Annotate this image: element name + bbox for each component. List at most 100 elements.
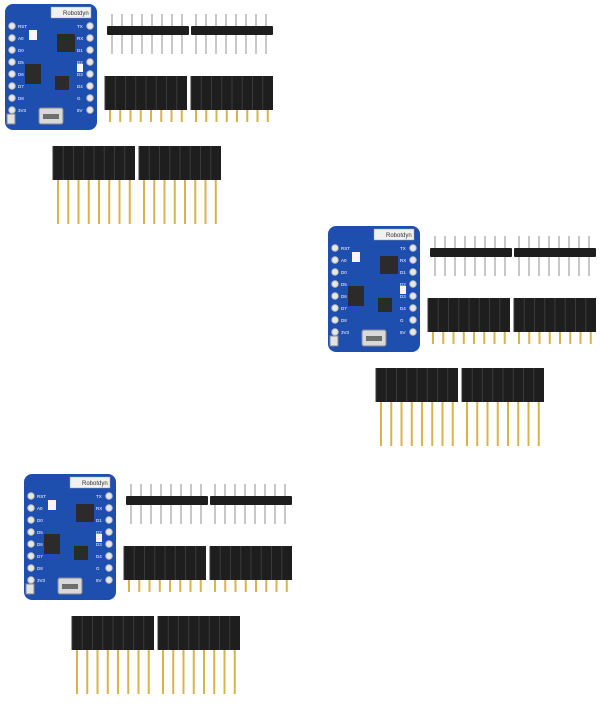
pin-label-left: D0 — [37, 518, 43, 523]
pin-label-left: D7 — [341, 306, 347, 311]
pin-hole — [105, 576, 113, 584]
pin-hole — [8, 94, 16, 102]
pin-hole — [331, 328, 339, 336]
flash-chip — [44, 534, 60, 554]
kit-1-illustration: RobotdynRSTA0D0D5D6D7D83V3TXRXD1D2D3D4G5… — [5, 4, 273, 224]
pin-label-left: D8 — [18, 96, 24, 101]
pin-hole — [27, 516, 35, 524]
pin-label-left: D7 — [37, 554, 43, 559]
pin-hole — [27, 564, 35, 572]
female-header-long-2 — [461, 368, 544, 446]
antenna-label: Robotdyn — [63, 11, 89, 17]
pin-hole — [331, 316, 339, 324]
pin-label-left: D8 — [37, 566, 43, 571]
pin-label-right: D1 — [77, 48, 83, 53]
pin-hole — [105, 564, 113, 572]
pin-hole — [27, 540, 35, 548]
pin-hole — [27, 492, 35, 500]
reset-button — [25, 583, 35, 595]
female-header-long-1 — [71, 616, 154, 694]
pin-hole — [86, 70, 94, 78]
pin-label-left: D5 — [37, 530, 43, 535]
pin-hole — [331, 256, 339, 264]
pin-hole — [331, 292, 339, 300]
pin-label-right: D4 — [400, 306, 406, 311]
pin-label-right: 5V — [77, 108, 83, 113]
pin-label-left: D8 — [341, 318, 347, 323]
pin-hole — [86, 106, 94, 114]
female-header-short-1 — [123, 546, 206, 592]
kit-3-illustration: RobotdynRSTA0D0D5D6D7D83V3TXRXD1D2D3D4G5… — [24, 474, 292, 694]
pin-hole — [105, 528, 113, 536]
pin-label-right: D1 — [96, 518, 102, 523]
male-header-2 — [191, 14, 273, 54]
pin-hole — [409, 244, 417, 252]
wemos-board: RobotdynRSTA0D0D5D6D7D83V3TXRXD1D2D3D4G5… — [5, 4, 97, 130]
pin-hole — [27, 528, 35, 536]
pin-label-left: A0 — [37, 506, 43, 511]
pin-hole — [86, 22, 94, 30]
esp-chip — [57, 34, 75, 52]
pin-label-right: RX — [400, 258, 406, 263]
pin-label-left: A0 — [18, 36, 24, 41]
pin-label-right: D1 — [400, 270, 406, 275]
pin-hole — [8, 58, 16, 66]
pin-label-left: D5 — [18, 60, 24, 65]
wemos-board: RobotdynRSTA0D0D5D6D7D83V3TXRXD1D2D3D4G5… — [24, 474, 116, 600]
pin-hole — [8, 82, 16, 90]
pin-hole — [86, 94, 94, 102]
pin-label-right: TX — [400, 246, 406, 251]
female-header-short-1 — [104, 76, 187, 122]
pin-hole — [8, 46, 16, 54]
flash-chip — [25, 64, 41, 84]
pin-hole — [8, 22, 16, 30]
led — [29, 30, 37, 40]
pin-label-left: 3V3 — [18, 108, 27, 113]
pin-hole — [409, 280, 417, 288]
pin-hole — [27, 504, 35, 512]
pin-hole — [86, 58, 94, 66]
pin-hole — [27, 552, 35, 560]
pin-label-left: D6 — [37, 542, 43, 547]
pin-hole — [8, 34, 16, 42]
pin-label-left: D0 — [341, 270, 347, 275]
pin-label-right: RX — [96, 506, 102, 511]
led — [77, 64, 83, 72]
antenna-label: Robotdyn — [82, 481, 108, 487]
pin-hole — [409, 256, 417, 264]
female-header-long-2 — [138, 146, 221, 224]
pin-label-left: RST — [37, 494, 46, 499]
pin-label-right: D4 — [96, 554, 102, 559]
pin-label-right: D3 — [96, 542, 102, 547]
pin-hole — [409, 304, 417, 312]
pin-hole — [105, 552, 113, 560]
pin-label-left: RST — [341, 246, 350, 251]
male-header-2 — [210, 484, 292, 524]
pin-hole — [105, 540, 113, 548]
pin-label-left: A0 — [341, 258, 347, 263]
pin-hole — [105, 492, 113, 500]
male-header-1 — [107, 14, 189, 54]
pin-hole — [409, 316, 417, 324]
pin-label-right: G — [96, 566, 100, 571]
pin-hole — [105, 504, 113, 512]
usb-chip — [55, 76, 69, 90]
usb-chip — [74, 546, 88, 560]
pin-label-right: D3 — [400, 294, 406, 299]
pin-label-left: D6 — [18, 72, 24, 77]
male-header-1 — [126, 484, 208, 524]
pin-label-right: D3 — [77, 72, 83, 77]
pin-label-left: D6 — [341, 294, 347, 299]
pin-hole — [331, 280, 339, 288]
female-header-long-2 — [157, 616, 240, 694]
pin-hole — [409, 292, 417, 300]
pin-label-right: TX — [96, 494, 102, 499]
kit-2-illustration: RobotdynRSTA0D0D5D6D7D83V3TXRXD1D2D3D4G5… — [328, 226, 596, 446]
pin-label-right: D2 — [77, 60, 83, 65]
male-header-2 — [514, 236, 596, 276]
female-header-short-1 — [427, 298, 510, 344]
esp-chip — [380, 256, 398, 274]
pin-hole — [409, 268, 417, 276]
